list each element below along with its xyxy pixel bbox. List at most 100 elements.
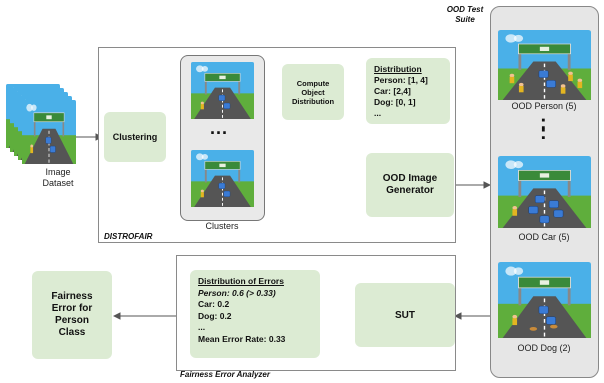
car	[49, 145, 56, 153]
cluster-image-bottom	[191, 150, 254, 207]
person	[509, 73, 515, 78]
distribution-line: Car: [2,4]	[374, 86, 411, 96]
person	[200, 192, 204, 198]
person	[560, 87, 566, 94]
ood-car-image	[498, 156, 591, 228]
car	[538, 70, 549, 78]
cloud	[513, 161, 524, 169]
image-dataset-stack	[6, 84, 78, 166]
sign-panel	[219, 75, 226, 80]
sign-post	[567, 278, 571, 306]
sign-panel	[46, 115, 52, 120]
car	[528, 206, 539, 214]
car	[218, 94, 226, 101]
cloud	[505, 160, 517, 169]
cloud	[505, 34, 517, 43]
fairness-error-box: Fairness Error for Person Class	[32, 271, 112, 359]
sign-panel	[539, 46, 550, 51]
errors-line: Car: 0.2	[198, 299, 230, 309]
dog	[550, 324, 558, 329]
road	[24, 128, 74, 164]
cloud	[201, 65, 209, 72]
errors-line: Mean Error Rate: 0.33	[198, 333, 286, 344]
person	[577, 78, 583, 83]
person	[568, 74, 573, 82]
sign-post	[204, 162, 207, 183]
distribution-line: Dog: [0, 1]	[374, 97, 416, 107]
errors-line: ...	[198, 322, 206, 332]
car	[548, 200, 559, 209]
sign-panel	[539, 280, 550, 285]
ood-suite-item: OOD Dog (2)	[517, 343, 571, 353]
road	[502, 188, 587, 228]
car	[546, 316, 556, 325]
ood-suite-item: OOD Person (5)	[511, 101, 577, 111]
clustering-box: Clustering	[104, 112, 166, 162]
cloud	[513, 267, 524, 275]
compute-distribution-box: Compute Object Distribution	[282, 64, 344, 120]
sign-post	[62, 114, 65, 137]
sign-post	[567, 171, 571, 198]
cloud	[26, 103, 33, 112]
cloud	[201, 153, 209, 160]
person	[560, 84, 566, 88]
road	[502, 296, 587, 338]
distrofair-title: DISTROFAIR	[104, 232, 153, 241]
sign-post	[33, 114, 36, 137]
dog	[529, 326, 538, 331]
sign-panel	[539, 173, 550, 178]
ood-dog-image	[498, 262, 591, 338]
sign-post	[518, 45, 522, 70]
road	[194, 87, 251, 119]
person	[577, 81, 583, 89]
analyzer-title: Fairness Error Analyzer	[180, 370, 270, 379]
distribution-box: Distribution Person: [1, 4] Car: [2,4] D…	[366, 58, 450, 124]
person	[518, 86, 524, 93]
cloud	[196, 65, 204, 73]
errors-line: Dog: 0.2	[198, 310, 232, 321]
cloud	[196, 153, 204, 161]
person	[568, 71, 573, 76]
ood-suite-ellipsis: :	[540, 122, 548, 144]
cluster-image-top	[191, 62, 254, 119]
image-dataset-label: Image Dataset	[42, 167, 74, 188]
dataset-image	[22, 100, 76, 164]
sign-post	[204, 74, 207, 95]
ood-suite-item: OOD Car (5)	[518, 232, 570, 242]
ood-person-image	[498, 30, 591, 100]
person	[512, 206, 518, 210]
person	[512, 209, 518, 216]
car	[534, 195, 545, 204]
cloud	[513, 34, 524, 42]
sign-post	[518, 278, 522, 306]
errors-header: Distribution of Errors	[198, 276, 284, 286]
person	[200, 101, 204, 105]
person	[512, 314, 518, 319]
person	[30, 144, 34, 148]
errors-person-line: Person: 0.6 (> 0.33)	[198, 287, 276, 298]
person	[30, 147, 34, 154]
person	[518, 82, 524, 87]
car	[218, 182, 226, 189]
clusters-ellipsis: ...	[210, 118, 229, 138]
ood-suite-title: OOD Test Suite	[446, 5, 484, 24]
distribution-line: Person: [1, 4]	[374, 75, 428, 85]
car	[553, 209, 564, 218]
cloud	[505, 266, 517, 276]
person	[512, 318, 518, 326]
sign-post	[518, 171, 522, 198]
distribution-header: Distribution	[374, 64, 422, 74]
person	[200, 189, 204, 193]
car	[546, 80, 556, 88]
car	[539, 215, 550, 224]
car	[538, 305, 549, 314]
clusters-label: Clusters	[205, 221, 239, 231]
errors-box: Distribution of Errors Person: 0.6 (> 0.…	[190, 270, 320, 358]
sign-post	[238, 74, 241, 95]
sign-post	[238, 162, 241, 183]
car	[223, 190, 231, 197]
sut-box: SUT	[355, 283, 455, 347]
person	[509, 76, 515, 84]
cloud	[31, 104, 37, 111]
sign-post	[567, 45, 571, 70]
